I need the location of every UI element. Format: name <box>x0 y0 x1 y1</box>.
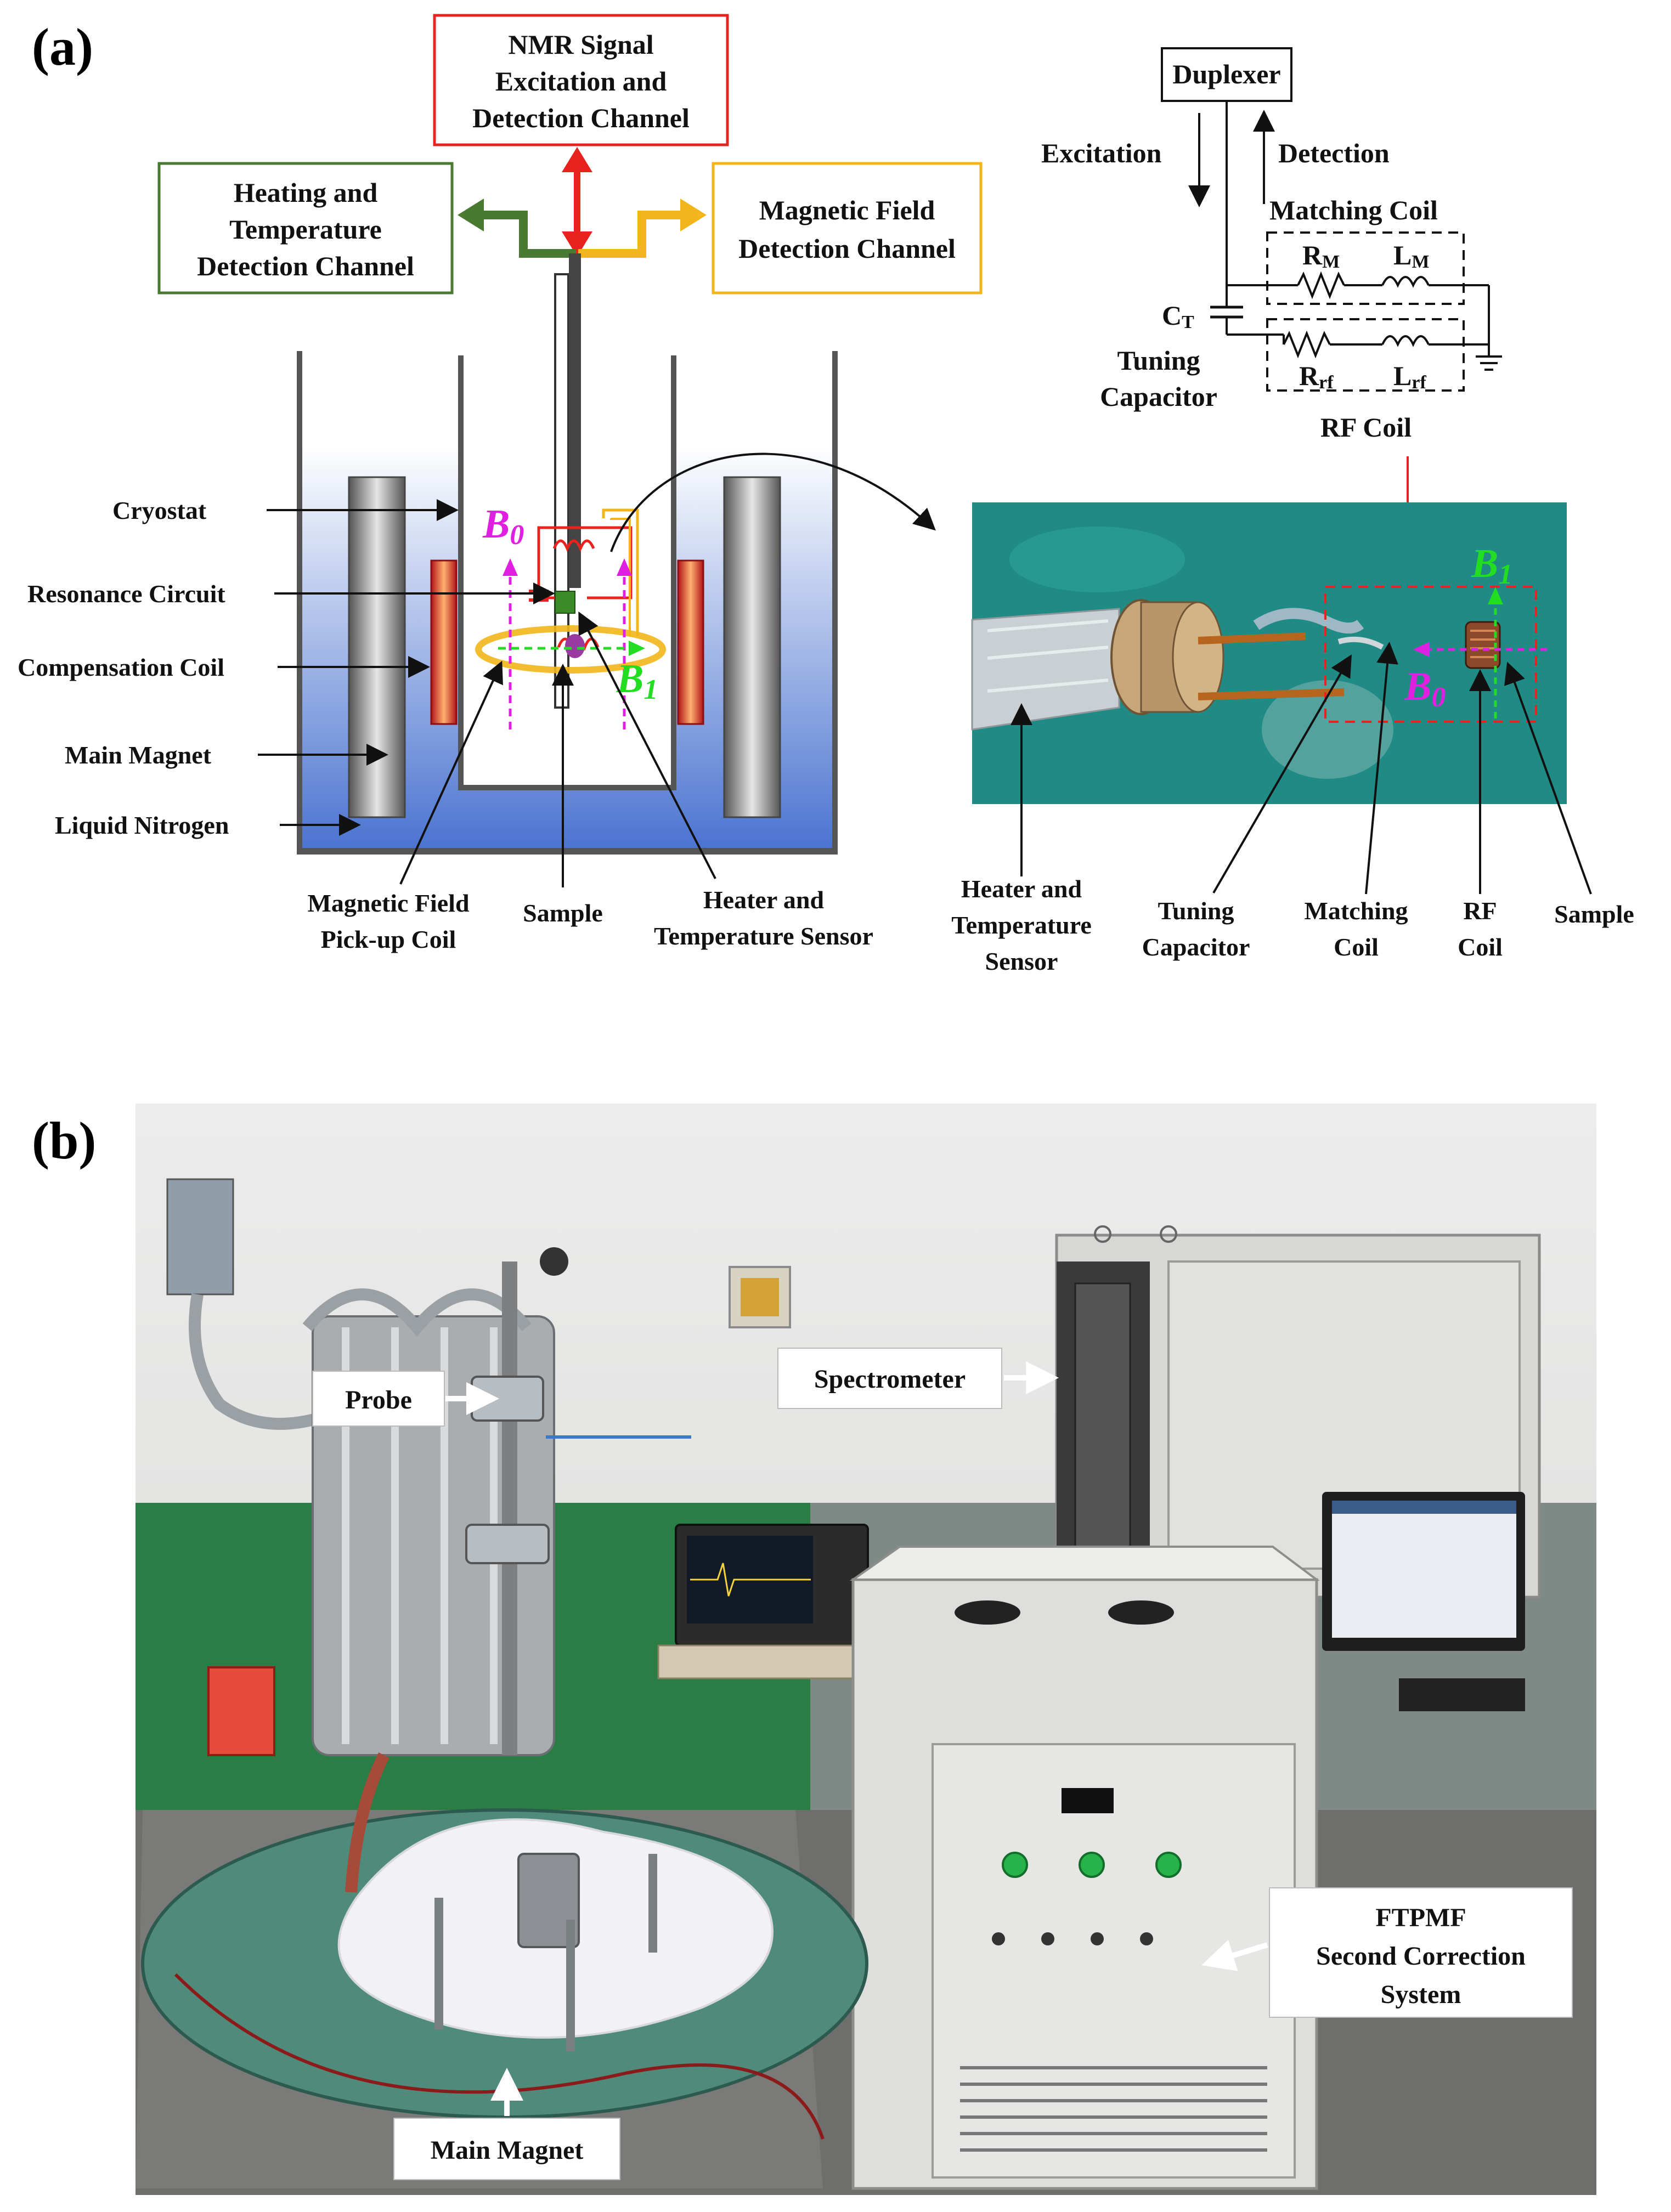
circuit-schematic: Duplexer Excitation Detection Matching C… <box>1041 47 1502 565</box>
sample-dot <box>565 634 585 658</box>
gas-meter <box>166 1178 234 1295</box>
label-sample: Sample <box>523 899 603 927</box>
nmr-arrow-up <box>562 147 592 172</box>
matching-coil-label: Matching Coil <box>1269 195 1438 225</box>
nmr-channel-line1: NMR Signal <box>508 29 653 60</box>
main-magnet-right <box>723 476 781 818</box>
tuning-capacitor-line1: Tuning <box>1117 345 1200 376</box>
channel-arrows <box>458 147 707 258</box>
photo-matching-line1: Matching <box>1304 897 1408 925</box>
label-compensation-coil: Compensation Coil <box>18 653 224 681</box>
label-heater-line1: Heater and <box>703 886 825 914</box>
panel-b-label: (b) <box>32 1111 96 1170</box>
copper-wire-upper <box>1198 632 1306 644</box>
green-lamp-1 <box>1002 1852 1028 1878</box>
heating-channel-box: Heating and Temperature Detection Channe… <box>157 162 454 295</box>
callout-probe: Probe <box>345 1385 412 1415</box>
rm-label: RM <box>1302 240 1340 272</box>
nmr-channel-box: NMR Signal Excitation and Detection Chan… <box>433 14 729 146</box>
label-main-magnet: Main Magnet <box>65 741 212 769</box>
green-lamp-3 <box>1155 1852 1182 1878</box>
photo-labels: Heater and Temperature Sensor Tuning Cap… <box>951 642 1634 975</box>
cabinet-vents <box>960 2066 1267 2152</box>
field-channel-line1: Magnetic Field <box>759 195 935 225</box>
callout-probe-box <box>312 1371 445 1427</box>
rf-coil-box <box>1266 318 1465 392</box>
photo-matching-line2: Coil <box>1334 933 1379 961</box>
photo-heater-line1: Heater and <box>961 875 1082 903</box>
label-pickup-line2: Pick-up Coil <box>321 925 456 953</box>
callout-ftpmf-line1: FTPMF <box>1375 1903 1466 1932</box>
lm-label: LM <box>1393 240 1429 272</box>
callout-ftpmf-line2: Second Correction <box>1316 1942 1526 1971</box>
photo-tuning-line2: Capacitor <box>1142 933 1250 961</box>
copper-wire-lower <box>1198 688 1345 700</box>
label-resonance-circuit: Resonance Circuit <box>27 580 225 608</box>
detection-label: Detection <box>1278 138 1390 168</box>
heating-channel-line2: Temperature <box>229 214 382 245</box>
probe-tube <box>554 273 569 709</box>
photo-rf-line1: RF <box>1463 897 1497 925</box>
field-arrow <box>578 211 686 258</box>
tuning-capacitor-line2: Capacitor <box>1100 381 1217 412</box>
photo-heater-line2: Temperature <box>951 911 1092 939</box>
keyboard <box>1399 1678 1525 1711</box>
green-lamp-2 <box>1079 1852 1105 1878</box>
cabinet-display <box>1062 1788 1114 1813</box>
duplexer-box <box>1161 47 1292 102</box>
photo-zoom-box <box>1324 586 1537 723</box>
field-channel-line2: Detection Channel <box>738 233 956 264</box>
photo-heater-line3: Sensor <box>985 947 1058 975</box>
foil-cable <box>971 608 1120 731</box>
excitation-label: Excitation <box>1041 138 1162 168</box>
photo-tuning-line1: Tuning <box>1158 897 1234 925</box>
rrf-label: Rrf <box>1299 360 1334 393</box>
left-labels: Cryostat Resonance Circuit Compensation … <box>18 496 555 839</box>
callout-spectrometer: Spectrometer <box>814 1365 966 1394</box>
heating-channel-line1: Heating and <box>234 177 378 208</box>
panel-a-label: (a) <box>32 18 93 76</box>
ct-label: CT <box>1162 300 1194 332</box>
compensation-coil-right <box>677 559 704 725</box>
heating-channel-line3: Detection Channel <box>197 251 414 281</box>
warning-sign <box>207 1666 275 1756</box>
label-heater-line2: Temperature Sensor <box>654 922 873 950</box>
lab-photo <box>136 1104 1596 2195</box>
probe-shaft <box>502 1261 517 1755</box>
nmr-channel-line2: Excitation and <box>495 66 667 97</box>
probe-rod <box>569 253 581 588</box>
callout-ftpmf-box <box>1269 1887 1573 2018</box>
photo-b1-symbol: B1 <box>1471 541 1512 590</box>
lrf-label: Lrf <box>1393 360 1426 393</box>
field-channel-box: Magnetic Field Detection Channel <box>712 162 983 295</box>
panel-b-callouts: Probe Spectrometer FTPMF Second Correcti… <box>312 1348 1573 2180</box>
callout-ftpmf-line3: System <box>1381 1980 1461 2009</box>
callout-main-magnet-box <box>393 2118 620 2180</box>
zoom-arrow <box>610 452 936 552</box>
callout-main-magnet: Main Magnet <box>431 2136 584 2165</box>
nmr-arrow-down <box>562 231 592 257</box>
photo-b0-symbol: B0 <box>1404 664 1446 713</box>
label-cryostat: Cryostat <box>112 496 207 524</box>
nmr-channel-line3: Detection Channel <box>472 103 690 133</box>
probe-photo: B1 B0 <box>971 502 1567 804</box>
main-magnet-left <box>348 476 406 818</box>
callout-spectrometer-box <box>777 1348 1002 1409</box>
compensation-coil-left <box>430 559 458 725</box>
bottom-labels: Magnetic Field Pick-up Coil Sample Heate… <box>307 611 873 953</box>
duplexer-label: Duplexer <box>1172 59 1280 89</box>
heater-sensor-block <box>555 591 575 614</box>
matching-coil-box <box>1266 231 1465 305</box>
photo-rf-line2: Coil <box>1458 933 1503 961</box>
label-liquid-nitrogen: Liquid Nitrogen <box>55 811 229 839</box>
photo-sample-label: Sample <box>1554 900 1634 928</box>
b0-symbol: B0 <box>482 502 524 551</box>
heating-arrow <box>477 211 576 258</box>
rf-coil-label: RF Coil <box>1320 412 1412 443</box>
label-pickup-line1: Magnetic Field <box>307 889 470 917</box>
